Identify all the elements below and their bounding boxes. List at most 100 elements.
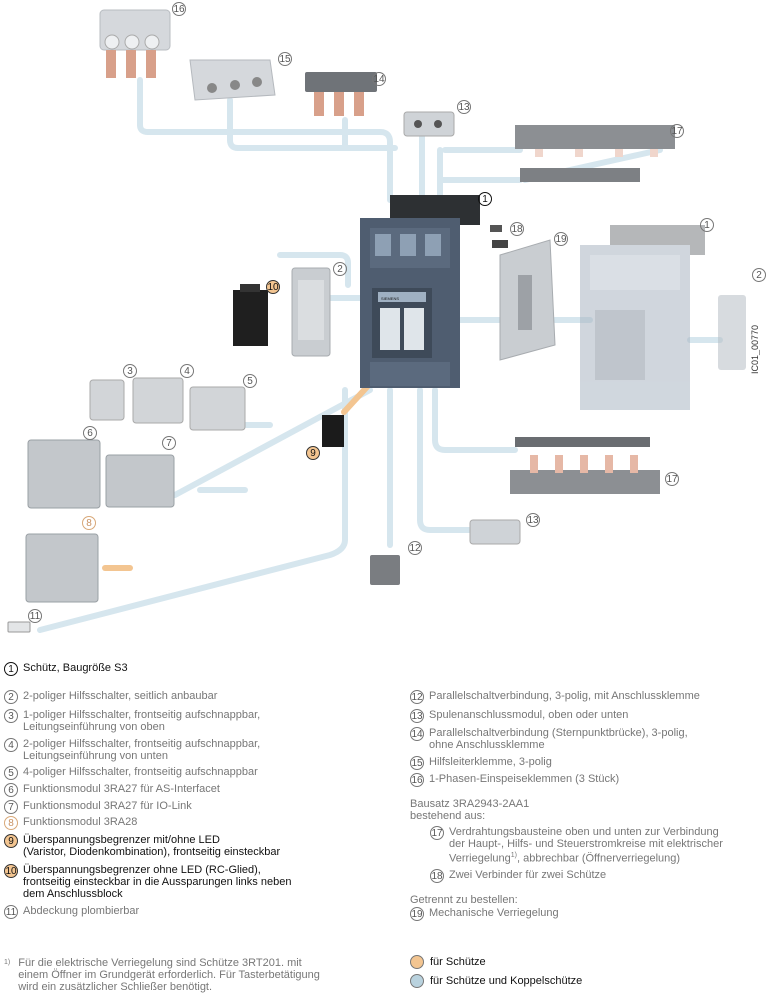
legend-text: Hilfsleiterklemme, 3-polig — [429, 756, 552, 768]
legend-item-2: 2 2-poliger Hilfsschalter, seitlich anbau… — [4, 690, 217, 704]
callout-17-top: 17 — [670, 124, 684, 138]
parallel-link-with-terminal — [370, 555, 400, 585]
callout-7: 7 — [162, 436, 181, 450]
callout-6: 6 — [83, 426, 102, 440]
legend-item-12: 12 Parallelschaltverbindung, 3-polig, mit… — [410, 690, 700, 704]
contactor-s3 — [360, 195, 480, 388]
legend-text: 4-poliger Hilfsschalter, frontseitig auf… — [23, 766, 258, 778]
legend-number: 4 — [4, 738, 18, 752]
legend-item-11: 11 Abdeckung plombierbar — [4, 905, 139, 919]
callout-10: 10 — [266, 280, 280, 294]
legend-number: 8 — [4, 816, 18, 830]
legend-item-5: 5 4-poliger Hilfsschalter, frontseitig au… — [4, 766, 258, 780]
callout-4: 4 — [180, 364, 199, 378]
legend-number: 16 — [410, 773, 424, 787]
legend-item-15: 15 Hilfsleiterklemme, 3-polig — [410, 756, 552, 770]
legend-text: 2-poliger Hilfsschalter, seitlich anbaub… — [23, 690, 218, 702]
mechanical-interlock — [499, 239, 556, 361]
legend-text: Parallelschaltverbindung, 3-polig, mit A… — [429, 690, 700, 702]
front-aux-switches — [89, 377, 246, 431]
callout-12: 12 — [408, 541, 422, 555]
legend-number: 6 — [4, 783, 18, 797]
sealable-cover — [7, 621, 31, 633]
legend-text: 1-poliger Hilfsschalter, frontseitig auf… — [23, 709, 261, 733]
bausatz-item-18: 18 Zwei Verbinder für zwei Schütze — [430, 869, 607, 883]
callout-2: 2 — [333, 262, 352, 276]
brand-label: SIEMENS — [381, 296, 399, 301]
contactor-ghost — [580, 225, 705, 410]
legend-item-7: 7 Funktionsmodul 3RA27 für IO-Link — [4, 800, 192, 814]
legend-number: 10 — [4, 864, 18, 878]
callout-11: 11 — [28, 609, 42, 623]
legend-item-4: 4 2-poliger Hilfsschalter, frontseitig au… — [4, 738, 260, 762]
varistor-surge-suppressor — [322, 415, 344, 447]
legend-text: Funktionsmodul 3RA27 für AS-Interfacet — [23, 783, 220, 795]
legend-item-8: 8 Funktionsmodul 3RA28 — [4, 816, 137, 830]
legend-number: 14 — [410, 727, 424, 741]
key-orange: für Schütze — [410, 955, 486, 969]
orange-swatch — [410, 955, 424, 969]
legend-number: 3 — [4, 709, 18, 723]
callout-13-bottom: 13 — [526, 513, 540, 527]
legend-item-9: 9 Überspannungsbegrenzer mit/ohne LED (Va… — [4, 834, 280, 858]
legend-text: 2-poliger Hilfsschalter, frontseitig auf… — [23, 738, 261, 762]
legend-item-13: 13 Spulenanschlussmodul, oben oder unten — [410, 709, 628, 723]
callout-3: 3 — [123, 364, 142, 378]
coil-module-bottom — [469, 519, 521, 545]
callout-1-ghost: 1 — [700, 218, 719, 232]
wiring-module-bottom — [510, 437, 660, 494]
legend-item-16: 16 1-Phasen-Einspeiseklemmen (3 Stück) — [410, 773, 619, 787]
callout-2-ghost: 2 — [752, 268, 767, 282]
side-aux-switch — [291, 267, 331, 357]
legend-text: Parallelschaltverbindung (Sternpunktbrüc… — [429, 727, 688, 751]
legend-number: 15 — [410, 756, 424, 770]
feed-terminals — [99, 9, 171, 78]
rc-surge-suppressor — [233, 284, 268, 346]
callout-5: 5 — [243, 374, 262, 388]
callout-18: 18 — [510, 222, 524, 236]
legend-number: 5 — [4, 766, 18, 780]
callout-19: 19 — [554, 232, 568, 246]
callout-13-top: 13 — [457, 100, 471, 114]
callout-1: 1 — [478, 192, 497, 206]
legend-text: Überspannungsbegrenzer ohne LED (RC-Glie… — [23, 864, 292, 900]
connector-lines — [37, 77, 723, 633]
legend-number: 2 — [4, 690, 18, 704]
legend-number: 11 — [4, 905, 18, 919]
connectors-two — [490, 225, 508, 248]
exploded-diagram: SIEMENS — [7, 9, 746, 633]
blue-swatch — [410, 974, 424, 988]
legend-text: 1-Phasen-Einspeiseklemmen (3 Stück) — [429, 773, 620, 785]
legend-number: 9 — [4, 834, 18, 848]
callout-8: 8 — [82, 516, 101, 530]
footnote: 1) Für die elektrische Verriegelung sind… — [4, 957, 320, 993]
callout-14: 14 — [372, 72, 386, 86]
coil-module-top — [403, 111, 455, 137]
legend-number: 12 — [410, 690, 424, 704]
legend-text: Schütz, Baugröße S3 — [23, 662, 128, 674]
legend-text: Funktionsmodul 3RA28 — [23, 816, 138, 828]
star-point-bridge — [305, 72, 377, 116]
bausatz-title: Bausatz 3RA2943-2AA1 bestehend aus: — [410, 798, 530, 822]
legend-number: 1 — [4, 662, 18, 676]
callout-15: 15 — [278, 52, 292, 66]
aux-conductor-terminal — [189, 59, 276, 101]
legend-item-6: 6 Funktionsmodul 3RA27 für AS-Interfacet — [4, 783, 220, 797]
legend-item-1: 1 Schütz, Baugröße S3 — [4, 662, 128, 676]
legend-number: 13 — [410, 709, 424, 723]
legend-text: Funktionsmodul 3RA27 für IO-Link — [23, 800, 192, 812]
separate-title: Getrennt zu bestellen: — [410, 894, 518, 906]
callout-17-bottom: 17 — [665, 472, 679, 486]
legend-item-14: 14 Parallelschaltverbindung (Sternpunktbr… — [410, 727, 688, 751]
legend-number: 7 — [4, 800, 18, 814]
legend-item-10: 10 Überspannungsbegrenzer ohne LED (RC-Gl… — [4, 864, 291, 900]
key-blue: für Schütze und Koppelschütze — [410, 974, 582, 988]
callout-16: 16 — [172, 2, 186, 16]
bausatz-item-17: 17 Verdrahtungsbausteine oben und unten … — [430, 826, 723, 865]
wiring-module-top — [515, 125, 675, 182]
legend-text: Überspannungsbegrenzer mit/ohne LED (Var… — [23, 834, 281, 858]
legend-text: Abdeckung plombierbar — [23, 905, 140, 917]
image-code: IC01_00770 — [750, 325, 760, 375]
side-aux-switch-ghost — [718, 295, 746, 370]
legend-text: Spulenanschlussmodul, oben oder unten — [429, 709, 629, 721]
